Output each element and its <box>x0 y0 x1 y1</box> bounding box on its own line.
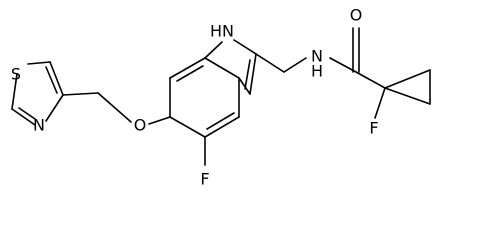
thiazole-sulfur-label: S <box>11 65 21 84</box>
molecule-diagram: S N O H N H N O F F <box>11 6 431 189</box>
bond-n-c4 <box>45 94 64 122</box>
ether-oxygen-label: O <box>134 116 147 135</box>
bond-ch2-n <box>283 57 307 73</box>
bond-c5-s <box>27 61 51 65</box>
bond-c7a-n1 <box>204 41 223 59</box>
bond-c2-ch2 <box>255 53 285 73</box>
indole-pyrrole-ring <box>204 39 257 95</box>
indole-benzene-ring <box>169 57 240 166</box>
thiazole-nitrogen-label: N <box>33 116 45 135</box>
bond-c5-c4 <box>204 116 240 138</box>
amide-nitrogen-label: N <box>311 47 323 66</box>
bond-cp1-cp3 <box>384 87 431 105</box>
bond-c7a-c7-inner <box>176 65 204 82</box>
indole-nh-hydrogen-label: H <box>210 22 222 41</box>
bond-cp1-cp2 <box>384 69 431 89</box>
bond-carbonyl-cp <box>355 71 386 89</box>
bond-c4-c5-inner <box>45 66 58 94</box>
ring-fluorine-label: F <box>200 170 209 189</box>
bond-c2-n <box>11 108 36 126</box>
bond-ch2-o <box>97 92 132 123</box>
ether-linker <box>62 92 171 125</box>
bond-o-c6 <box>148 116 171 125</box>
bond-n-carbonyl <box>329 57 357 73</box>
bond-c3a-c7a <box>204 57 240 79</box>
bond-c2-c3 <box>249 53 257 95</box>
bond-c7a-c7 <box>169 57 206 79</box>
bond-c3-c3a <box>238 77 251 95</box>
bond-c4-c5 <box>49 61 64 96</box>
bond-c6-c5 <box>169 116 206 138</box>
bond-c4-ch2 <box>62 92 99 96</box>
bond-c5-c4-inner <box>206 112 235 130</box>
structure-canvas: S N O H N H N O F F <box>11 6 431 189</box>
bond-c2-n-inner <box>18 107 36 120</box>
cyclopropyl-fluorine-label: F <box>369 119 378 138</box>
bond-cp1-f <box>374 87 386 119</box>
bond-n1-c2 <box>233 39 257 55</box>
bond-s-c2 <box>11 73 18 110</box>
amide-nh-hydrogen-label: H <box>311 62 323 81</box>
bond-c2-c3-inner <box>244 59 251 90</box>
cyclopropyl-ring <box>374 69 431 119</box>
thiazole-ring <box>11 61 64 126</box>
carbonyl-oxygen-label: O <box>350 6 363 25</box>
indole-nitrogen-label: N <box>222 22 234 41</box>
amide-chain <box>255 27 386 89</box>
